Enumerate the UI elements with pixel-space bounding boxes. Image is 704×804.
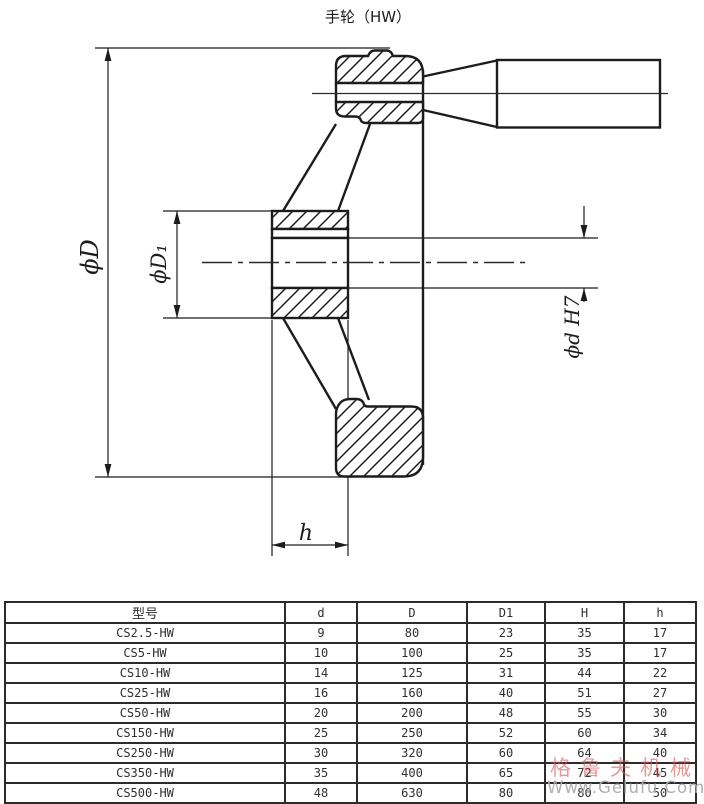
label-outer-diameter: ϕD bbox=[76, 239, 104, 275]
cell-H: 44 bbox=[544, 662, 625, 684]
cell-h: 27 bbox=[623, 682, 697, 704]
cell-d: 35 bbox=[284, 762, 358, 784]
cell-h: 17 bbox=[623, 642, 697, 664]
cell-d: 10 bbox=[284, 642, 358, 664]
cell-h: 45 bbox=[623, 762, 697, 784]
table-row: CS5-HW 10 100 25 35 17 bbox=[4, 642, 697, 664]
cell-H: 80 bbox=[544, 782, 625, 804]
cell-d: 48 bbox=[284, 782, 358, 804]
top-rim-section bbox=[334, 49, 425, 125]
table-row: CS50-HW 20 200 48 55 30 bbox=[4, 702, 697, 724]
cell-D1: 80 bbox=[466, 782, 546, 804]
table-row: CS2.5-HW 9 80 23 35 17 bbox=[4, 622, 697, 644]
cell-d: 25 bbox=[284, 722, 358, 744]
cell-D: 125 bbox=[356, 662, 468, 684]
table-row: CS150-HW 25 250 52 60 34 bbox=[4, 722, 697, 744]
cell-D1: 52 bbox=[466, 722, 546, 744]
hub-keyway-band bbox=[270, 227, 350, 240]
column-header-h: h bbox=[623, 601, 697, 624]
cell-D: 250 bbox=[356, 722, 468, 744]
top-rim-upper-half bbox=[334, 49, 425, 85]
cell-D: 630 bbox=[356, 782, 468, 804]
cell-D: 320 bbox=[356, 742, 468, 764]
cell-d: 20 bbox=[284, 702, 358, 724]
dimension-arrows bbox=[104, 48, 588, 549]
cell-D: 160 bbox=[356, 682, 468, 704]
handle-cone-top bbox=[422, 59, 498, 78]
column-header-model: 型号 bbox=[4, 601, 286, 624]
table-row: CS10-HW 14 125 31 44 22 bbox=[4, 662, 697, 684]
cell-H: 35 bbox=[544, 642, 625, 664]
table-row: CS500-HW 48 630 80 80 50 bbox=[4, 782, 697, 804]
top-rim-lower-half bbox=[334, 100, 425, 125]
cell-h: 34 bbox=[623, 722, 697, 744]
hub-top-wall bbox=[270, 209, 350, 231]
cell-D1: 31 bbox=[466, 662, 546, 684]
cell-D1: 23 bbox=[466, 622, 546, 644]
cell-D: 200 bbox=[356, 702, 468, 724]
cell-D1: 60 bbox=[466, 742, 546, 764]
cell-D1: 65 bbox=[466, 762, 546, 784]
table-row: CS350-HW 35 400 65 72 45 bbox=[4, 762, 697, 784]
table-row: CS250-HW 30 320 60 64 40 bbox=[4, 742, 697, 764]
cell-H: 72 bbox=[544, 762, 625, 784]
cell-model: CS350-HW bbox=[4, 762, 286, 784]
cell-D: 80 bbox=[356, 622, 468, 644]
cell-model: CS5-HW bbox=[4, 642, 286, 664]
handle-cone-bottom bbox=[422, 108, 498, 129]
column-header-H: H bbox=[544, 601, 625, 624]
cell-model: CS500-HW bbox=[4, 782, 286, 804]
cell-d: 9 bbox=[284, 622, 358, 644]
bottom-rim-section bbox=[334, 397, 425, 478]
cell-H: 64 bbox=[544, 742, 625, 764]
technical-drawing: 手轮（HW） ϕD ϕD₁ ϕd H7 h bbox=[76, 8, 668, 556]
hub-bottom-wall bbox=[270, 286, 350, 320]
label-bore-diameter: ϕd H7 bbox=[560, 295, 584, 358]
table-row: CS25-HW 16 160 40 51 27 bbox=[4, 682, 697, 704]
cell-H: 51 bbox=[544, 682, 625, 704]
hub-section bbox=[270, 209, 350, 320]
table-header-row: 型号 d D D1 H h bbox=[4, 601, 697, 624]
cell-h: 40 bbox=[623, 742, 697, 764]
cell-D1: 25 bbox=[466, 642, 546, 664]
cell-model: CS150-HW bbox=[4, 722, 286, 744]
label-hub-outer-diameter: ϕD₁ bbox=[147, 244, 171, 284]
cell-h: 30 bbox=[623, 702, 697, 724]
cell-d: 16 bbox=[284, 682, 358, 704]
cell-d: 30 bbox=[284, 742, 358, 764]
column-header-d: d bbox=[284, 601, 358, 624]
cell-h: 17 bbox=[623, 622, 697, 644]
column-header-D1: D1 bbox=[466, 601, 546, 624]
cell-D: 100 bbox=[356, 642, 468, 664]
cell-model: CS250-HW bbox=[4, 742, 286, 764]
cell-model: CS25-HW bbox=[4, 682, 286, 704]
cell-H: 35 bbox=[544, 622, 625, 644]
column-header-D: D bbox=[356, 601, 468, 624]
cell-d: 14 bbox=[284, 662, 358, 684]
drawing-title: 手轮（HW） bbox=[325, 8, 411, 26]
label-hub-width: h bbox=[299, 521, 313, 546]
cell-h: 22 bbox=[623, 662, 697, 684]
cell-D1: 48 bbox=[466, 702, 546, 724]
cell-model: CS2.5-HW bbox=[4, 622, 286, 644]
dimension-lines bbox=[95, 47, 598, 556]
cell-H: 60 bbox=[544, 722, 625, 744]
spec-table: 型号 d D D1 H h CS2.5-HW 9 80 23 35 17 CS5… bbox=[4, 601, 697, 804]
cell-h: 50 bbox=[623, 782, 697, 804]
center-lines bbox=[202, 92, 668, 264]
cell-model: CS10-HW bbox=[4, 662, 286, 684]
cell-D1: 40 bbox=[466, 682, 546, 704]
spokes bbox=[281, 123, 372, 410]
cell-H: 55 bbox=[544, 702, 625, 724]
cell-model: CS50-HW bbox=[4, 702, 286, 724]
cell-D: 400 bbox=[356, 762, 468, 784]
